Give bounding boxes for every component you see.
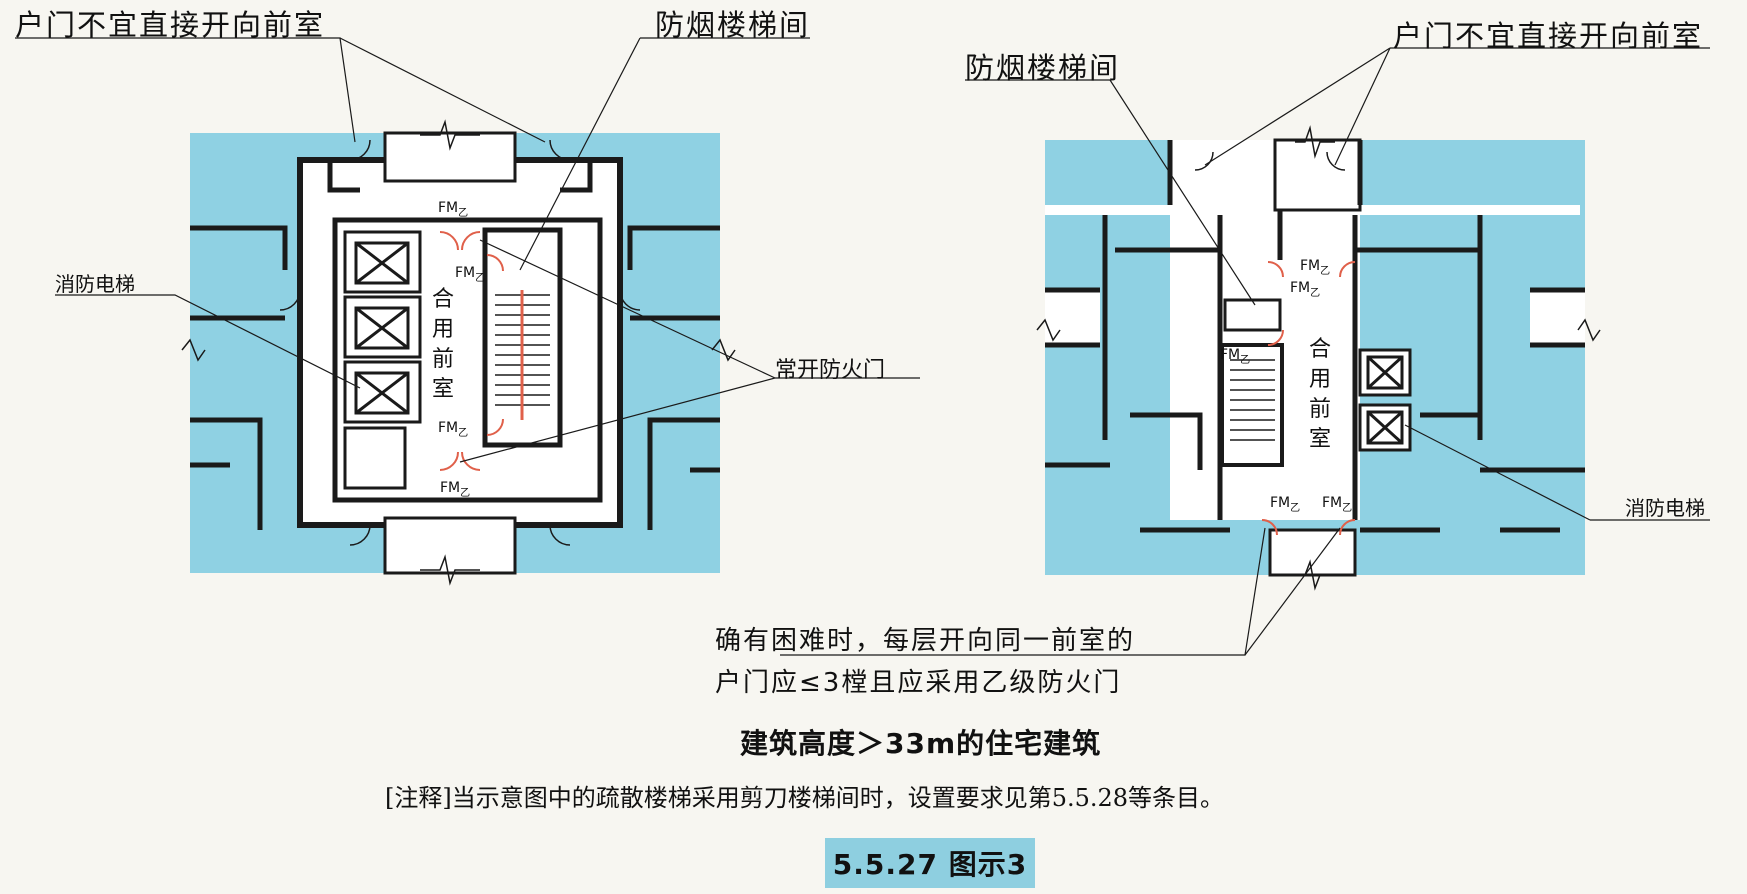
right-elevator-shafts	[1358, 348, 1412, 452]
building-title: 建筑高度＞33m的住宅建筑	[740, 727, 1102, 760]
right-label-fire-elevator: 消防电梯	[1625, 496, 1705, 520]
left-label-fire-elevator: 消防电梯	[55, 272, 135, 296]
left-top-notch	[383, 131, 517, 183]
left-label-door-not-to-anteroom: 户门不宜直接开向前室	[15, 8, 326, 42]
left-stair	[482, 227, 563, 448]
callout-line-1: 确有困难时，每层开向同一前室的	[715, 626, 1136, 656]
right-corridor	[1045, 140, 1580, 520]
right-apartment-walls	[1045, 215, 1585, 533]
left-label-smokeproof-stair: 防烟楼梯间	[655, 8, 811, 42]
right-right-notch	[1530, 290, 1585, 345]
left-unit-doors	[279, 139, 641, 546]
right-left-notch	[1045, 290, 1100, 345]
right-label-door-not-to-anteroom: 户门不宜直接开向前室	[1393, 19, 1704, 53]
left-fm-door-1: FM乙	[438, 200, 469, 219]
note-text: [注释]当示意图中的疏散楼梯采用剪刀楼梯间时，设置要求见第5.5.28等条目。	[385, 784, 1225, 812]
right-label-shared-anteroom: 合用前室	[1308, 337, 1331, 452]
right-fm-door-1: FM乙	[1300, 258, 1331, 277]
right-break-lines	[1036, 125, 1601, 591]
left-fire-doors	[439, 231, 504, 471]
left-label-normally-open-fire-door: 常开防火门	[775, 358, 886, 383]
right-plan	[780, 47, 1710, 656]
left-label-shared-anteroom: 合用前室	[431, 287, 454, 402]
right-stair	[1220, 298, 1284, 467]
figure-badge: 5.5.27 图示3	[825, 838, 1035, 888]
left-bottom-notch	[383, 516, 517, 575]
right-fm-door-4: FM乙	[1270, 495, 1301, 514]
left-elevator-shafts	[343, 230, 422, 490]
left-fm-door-4: FM乙	[440, 480, 471, 499]
callout-line-2: 户门应≤3樘且应采用乙级防火门	[715, 668, 1122, 698]
right-leader-lines	[780, 47, 1710, 656]
right-fm-door-5: FM乙	[1322, 495, 1353, 514]
right-unit-doors	[1194, 151, 1346, 171]
right-label-smokeproof-stair: 防烟楼梯间	[965, 51, 1121, 85]
left-fm-door-2: FM乙	[455, 265, 486, 284]
left-fm-door-3: FM乙	[438, 420, 469, 439]
left-plan	[15, 37, 920, 586]
left-leader-lines	[15, 37, 920, 463]
right-fire-doors	[1261, 261, 1356, 536]
right-fm-door-2: FM乙	[1290, 280, 1321, 299]
left-break-lines	[181, 119, 736, 586]
right-bottom-notch	[1268, 528, 1357, 577]
left-apartment-walls	[190, 160, 720, 530]
right-fm-door-3: FM乙	[1220, 347, 1251, 366]
